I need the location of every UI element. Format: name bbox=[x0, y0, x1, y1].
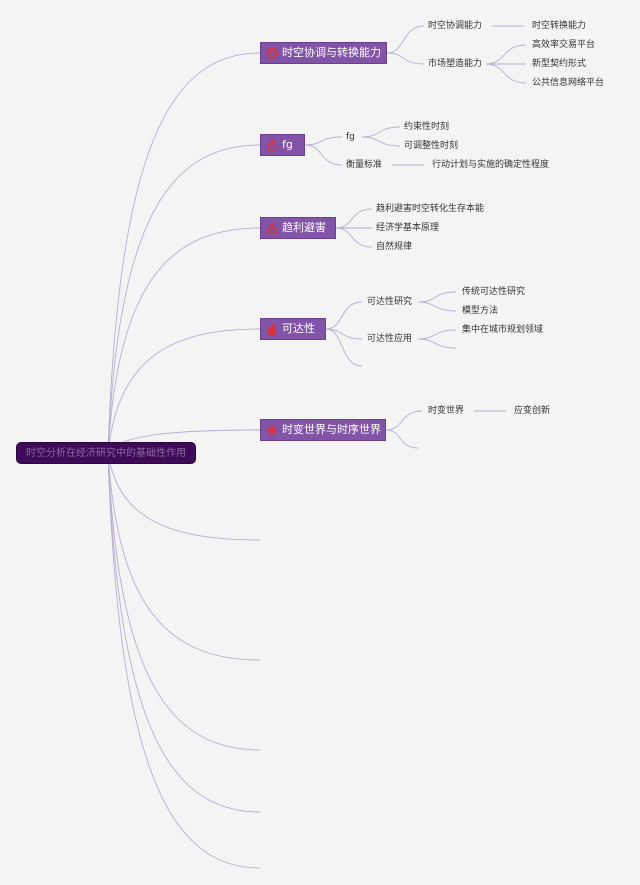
edge-b3-empty bbox=[325, 328, 363, 367]
edge-b3-c1-g1 bbox=[417, 338, 457, 349]
branch-label: 趋利避害 bbox=[282, 221, 326, 234]
node-natural-law[interactable]: 自然规律 bbox=[376, 242, 413, 252]
edge-b0-c0 bbox=[386, 25, 425, 54]
warning-triangle-icon bbox=[265, 221, 279, 234]
node-market-shaping[interactable]: 市场塑造能力 bbox=[428, 59, 483, 69]
edge-b2-c2 bbox=[335, 227, 373, 248]
edge-b3-c0 bbox=[325, 301, 363, 330]
node-info-network[interactable]: 公共信息网络平台 bbox=[532, 78, 605, 88]
node-binding-moment[interactable]: 约束性时刻 bbox=[404, 122, 450, 132]
edge-root-empty-4 bbox=[107, 452, 261, 813]
edge-b3-c0-g0 bbox=[417, 291, 457, 303]
flame-outline-icon bbox=[267, 138, 277, 152]
edge-b4-empty bbox=[385, 429, 419, 449]
node-access-application[interactable]: 可达性应用 bbox=[367, 334, 413, 344]
branch-node-coordination[interactable]: 时空协调与转换能力 bbox=[260, 42, 387, 64]
branch-node-fg[interactable]: fg bbox=[260, 134, 305, 156]
branch-node-time-world[interactable]: 时变世界与时序世界 bbox=[260, 419, 386, 441]
node-plan-certainty[interactable]: 行动计划与实施的确定性程度 bbox=[432, 160, 550, 170]
edge-b0-c1-g2 bbox=[485, 63, 527, 84]
edge-b0-c1 bbox=[386, 52, 425, 65]
node-urban-planning[interactable]: 集中在城市规划领域 bbox=[462, 325, 544, 335]
node-coordination-ability[interactable]: 时空协调能力 bbox=[428, 21, 483, 31]
edge-root-branch-3 bbox=[107, 328, 261, 454]
edge-b2-c0 bbox=[335, 208, 373, 229]
node-measure-standard[interactable]: 衡量标准 bbox=[346, 160, 383, 170]
star-icon bbox=[266, 424, 278, 436]
branch-label: 时变世界与时序世界 bbox=[282, 423, 381, 436]
edge-b1-c0 bbox=[304, 136, 343, 146]
edge-root-branch-2 bbox=[107, 227, 261, 454]
node-adjustable-moment[interactable]: 可调整性时刻 bbox=[404, 141, 459, 151]
node-model-method[interactable]: 模型方法 bbox=[462, 306, 499, 316]
edge-root-branch-1 bbox=[107, 144, 261, 454]
edge-b1-c1 bbox=[304, 144, 343, 166]
edge-b1-c0-g0 bbox=[361, 126, 401, 138]
edge-root-empty-3 bbox=[107, 452, 261, 751]
edge-root-empty-2 bbox=[107, 452, 261, 661]
root-node[interactable]: 时空分析在经济研究中的基础性作用 bbox=[16, 442, 196, 464]
circle-ring-icon bbox=[266, 47, 278, 59]
branch-label: fg bbox=[282, 138, 293, 151]
branch-label: 可达性 bbox=[282, 322, 315, 335]
edge-b3-c1-g0 bbox=[417, 329, 457, 340]
edge-b0-c1-g0 bbox=[485, 44, 527, 65]
branch-node-seek-benefit[interactable]: 趋利避害 bbox=[260, 217, 336, 239]
edge-b1-c0-g1 bbox=[361, 136, 401, 147]
edge-root-branch-0 bbox=[107, 52, 261, 454]
node-fg-sub[interactable]: fg bbox=[346, 132, 355, 142]
node-traditional-research[interactable]: 传统可达性研究 bbox=[462, 287, 526, 297]
node-trading-platform[interactable]: 高效率交易平台 bbox=[532, 40, 596, 50]
node-conversion-ability[interactable]: 时空转换能力 bbox=[532, 21, 587, 31]
node-time-varying-world[interactable]: 时变世界 bbox=[428, 406, 465, 416]
node-adaptive-innovation[interactable]: 应变创新 bbox=[514, 406, 551, 416]
flame-filled-icon bbox=[267, 323, 277, 336]
branch-node-accessibility[interactable]: 可达性 bbox=[260, 318, 326, 340]
branch-label: 时空协调与转换能力 bbox=[282, 46, 381, 59]
edge-root-empty-1 bbox=[107, 452, 261, 541]
node-access-research[interactable]: 可达性研究 bbox=[367, 297, 413, 307]
edge-b4-c0 bbox=[385, 410, 423, 431]
node-econ-principle[interactable]: 经济学基本原理 bbox=[376, 223, 440, 233]
node-survival-instinct[interactable]: 趋利避害时空转化生存本能 bbox=[376, 204, 485, 214]
node-contract-form[interactable]: 新型契约形式 bbox=[532, 59, 587, 69]
edge-b3-c0-g1 bbox=[417, 301, 457, 312]
edge-root-empty-5 bbox=[107, 452, 261, 869]
